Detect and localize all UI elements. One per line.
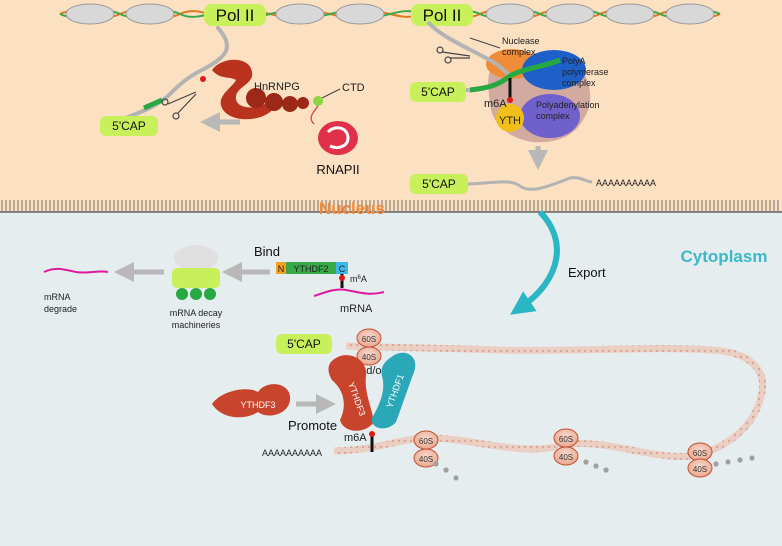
peptide-residue (593, 463, 599, 469)
nucleosome (485, 3, 535, 25)
nuclease-label-2: complex (502, 47, 536, 57)
mrna-decay-machinery (172, 245, 220, 300)
nuclear-membrane (0, 200, 782, 213)
mrna-label: mRNA (340, 303, 373, 315)
ribosome-60s-label: 60S (419, 437, 433, 446)
polya-polymerase-label-1: PolyA (562, 56, 586, 66)
ythdf2-mrna (313, 274, 385, 297)
m6a-label-ythdf2: m6A (350, 274, 367, 284)
right-nuclear-mrna (426, 20, 561, 103)
mrna-degrade-label-2: degrade (44, 304, 77, 314)
peptide-residue (443, 467, 449, 473)
ribosome-60s-label: 60S (693, 449, 707, 458)
ribosome-elongating-1: 60S 40S (413, 430, 439, 468)
ythdf2-bar (276, 262, 348, 274)
translating-mrna (333, 342, 766, 460)
cap-cyto-label: 5'CAP (287, 337, 321, 351)
export-arrow (510, 209, 560, 315)
ribosome-60s-label: 60S (362, 335, 376, 344)
cap-left-label: 5'CAP (112, 119, 146, 133)
ythdf1-bound (371, 352, 416, 429)
polyadenylation-label-2: complex (536, 111, 570, 121)
ribosome-elongating-2: 60S 40S (553, 428, 579, 466)
ythdf2-label: YTHDF2 (293, 264, 328, 274)
m6a-mark-left (200, 76, 206, 82)
cap-left: 5'CAP (100, 116, 158, 136)
cytoplasm-label: Cytoplasm (681, 247, 768, 266)
peptide-residue (713, 461, 719, 467)
polya-polymerase-label-3: complex (562, 78, 596, 88)
ribosome-40s-label: 40S (362, 353, 376, 362)
scissors-icon (161, 91, 197, 120)
polya-polymerase-label-2: polymerase (562, 67, 609, 77)
nascent-peptides (433, 455, 755, 481)
scissors-icon (436, 46, 471, 64)
peptide-residue (749, 455, 755, 461)
rnapii-protein (310, 105, 358, 155)
peptide-residue (737, 457, 743, 463)
nucleosome (125, 3, 175, 25)
left-nuclear-mrna (124, 26, 229, 120)
hnrnpg-protein (212, 59, 309, 120)
poly-a-tail-cyto-label: AAAAAAAAAA (262, 448, 322, 458)
peptide-residue (725, 459, 731, 465)
nucleus-region (0, 0, 782, 208)
decay-label-2: machineries (172, 320, 221, 330)
pol-ii-right: Pol II (411, 4, 473, 26)
cap-right: 5'CAP (410, 82, 466, 102)
bind-label: Bind (254, 244, 280, 259)
cap-right-label: 5'CAP (421, 85, 455, 99)
nucleosome (65, 3, 115, 25)
cap-mature: 5'CAP (410, 174, 468, 194)
nuclease-pointer (469, 37, 501, 49)
cap-cyto: 5'CAP (276, 334, 332, 354)
m6a-mark-cyto (369, 431, 375, 452)
peptide-residue (453, 475, 459, 481)
mature-mrna (465, 176, 593, 191)
degraded-mrna (43, 267, 109, 274)
pol-ii-right-label: Pol II (423, 6, 462, 25)
nucleosome (545, 3, 595, 25)
ythdf2-n-label: N (278, 264, 285, 274)
ribosome-60s-label: 60S (559, 435, 573, 444)
polyadenylation-label-1: Polyadenylation (536, 100, 600, 110)
peptide-residue (603, 467, 609, 473)
ribosome-elongating-3: 60S 40S (687, 442, 713, 478)
nuclease-label-1: Nuclease (502, 36, 540, 46)
decay-label-1: mRNA decay (170, 308, 223, 318)
promote-label: Promote (288, 418, 337, 433)
nucleosome (275, 3, 325, 25)
dna-helix (59, 3, 721, 25)
ythdf2-c-label: C (339, 264, 346, 274)
m6a-mark-right (507, 97, 513, 103)
ythdf3-free-label: YTHDF3 (240, 400, 275, 410)
rnapii-label: RNAPII (316, 162, 359, 177)
ctd-marker (313, 88, 341, 106)
pol-ii-left: Pol II (204, 4, 266, 26)
poly-a-tail-label: AAAAAAAAAA (596, 178, 656, 188)
ythdf3-free (212, 384, 291, 418)
peptide-residue (583, 459, 589, 465)
yth-label: YTH (499, 115, 521, 127)
ythdf3-bound (328, 355, 374, 431)
nucleosome (335, 3, 385, 25)
ribosome-initiation (356, 328, 382, 366)
m6a-label-nucleus: m6A (484, 98, 507, 110)
nucleus-label: Nucleus (319, 199, 385, 218)
nucleosome (605, 3, 655, 25)
ribosome-40s-label: 40S (419, 455, 433, 464)
peptide-residue (433, 461, 439, 467)
ribosome-40s-label: 40S (693, 465, 707, 474)
hnrnpg-label: HnRNPG (254, 81, 300, 93)
ctd-label: CTD (342, 82, 365, 94)
m6a-label-cyto: m6A (344, 432, 367, 444)
pol-ii-left-label: Pol II (216, 6, 255, 25)
export-label: Export (568, 265, 606, 280)
ribosome-40s-label: 40S (559, 453, 573, 462)
mrna-degrade-label-1: mRNA (44, 292, 71, 302)
nucleosome (665, 3, 715, 25)
cap-mature-label: 5'CAP (422, 177, 456, 191)
